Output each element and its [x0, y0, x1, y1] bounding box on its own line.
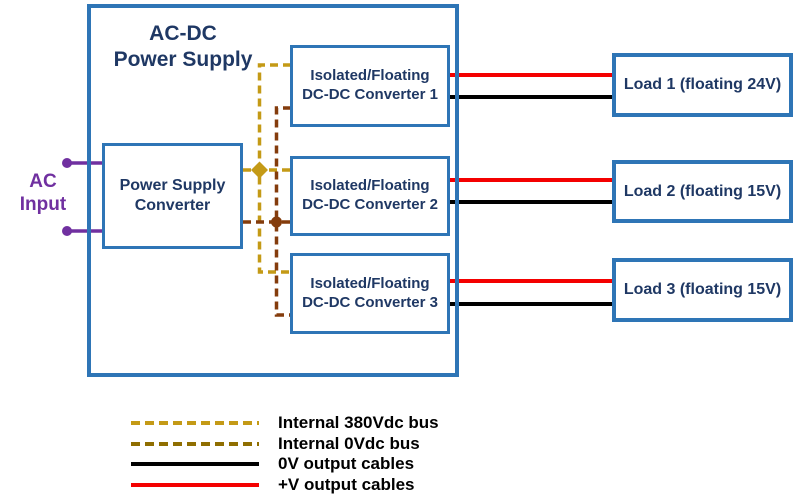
junction-0v: [271, 216, 282, 228]
legend-label-0v-bus: Internal 0Vdc bus: [278, 434, 420, 453]
load-1-label: Load 1 (floating 24V): [623, 76, 782, 93]
load-3-box: Load 3 (floating 15V): [612, 258, 793, 322]
legend-row-0v-cables: 0V output cables: [131, 453, 414, 475]
dc-dc-converter-3-box: Isolated/Floating DC-DC Converter 3: [290, 253, 450, 334]
enclosure-title-line1: AC-DC: [149, 22, 217, 45]
legend-row-380v-bus: Internal 380Vdc bus: [131, 412, 439, 434]
dc-dc-converter-1-box: Isolated/Floating DC-DC Converter 1: [290, 45, 450, 127]
ac-input-label: AC Input: [0, 170, 86, 216]
psc-label-line1: Power Supply: [119, 177, 226, 194]
load-2-label: Load 2 (floating 15V): [623, 182, 782, 200]
ac-input-label-line2: Input: [19, 194, 67, 215]
converter-3-label-line2: DC-DC Converter 3: [302, 293, 438, 311]
converter-2-label-line1: Isolated/Floating: [310, 177, 430, 195]
ac-input-terminal-top: [62, 158, 72, 168]
converter-1-label-line2: DC-DC Converter 1: [302, 86, 438, 103]
enclosure-title: AC-DC Power Supply: [93, 21, 273, 73]
ac-dc-power-supply-enclosure: [87, 4, 459, 377]
converter-3-label-line1: Isolated/Floating: [310, 274, 430, 292]
legend-row-positive-cables: +V output cables: [131, 474, 415, 496]
load-2-box: Load 2 (floating 15V): [612, 160, 793, 223]
legend-row-0v-bus: Internal 0Vdc bus: [131, 433, 420, 455]
psc-label-line2: Converter: [134, 197, 211, 214]
ac-input-label-line1: AC: [29, 171, 57, 192]
load-1-box: Load 1 (floating 24V): [612, 53, 793, 117]
dc-dc-converter-2-box: Isolated/Floating DC-DC Converter 2: [290, 156, 450, 236]
legend-swatch-0v-bus: [131, 442, 259, 446]
power-supply-converter-box: Power Supply Converter: [102, 143, 243, 249]
legend-swatch-380v-bus: [131, 421, 259, 425]
legend-swatch-positive-cables: [131, 483, 259, 487]
converter-2-label-line2: DC-DC Converter 2: [302, 196, 438, 213]
ac-input-terminal-bottom: [62, 226, 72, 236]
legend-label-380v-bus: Internal 380Vdc bus: [278, 413, 439, 432]
enclosure-title-line2: Power Supply: [113, 48, 253, 71]
load-3-label: Load 3 (floating 15V): [623, 281, 782, 298]
legend-label-0v-cables: 0V output cables: [278, 454, 415, 473]
legend-label-positive-cables: +V output cables: [278, 475, 415, 494]
legend-swatch-0v-cables: [131, 462, 259, 466]
bus-0v-vertical: [274, 106, 291, 317]
converter-1-label-line1: Isolated/Floating: [310, 67, 430, 85]
